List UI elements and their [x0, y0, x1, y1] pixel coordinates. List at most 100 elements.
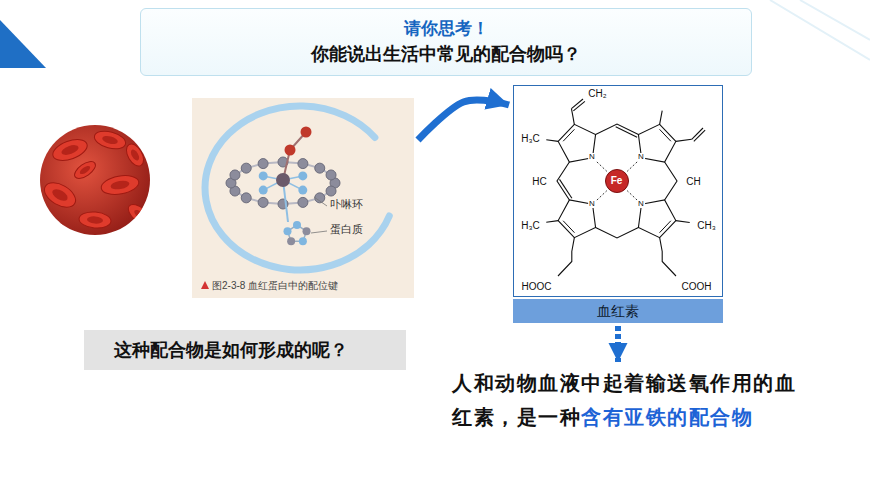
bond-line [560, 179, 572, 198]
connector-arrow [615, 326, 621, 362]
cell-center [110, 179, 130, 190]
nitrogen-ball [259, 171, 268, 180]
oxygen-ball [301, 127, 312, 138]
group-label: HOOC [522, 280, 552, 291]
histidine-ball [283, 227, 291, 235]
cell-center [87, 216, 104, 225]
cell-body [125, 201, 155, 230]
group-label: HC [532, 175, 546, 186]
caption-mark [201, 281, 209, 289]
double-bond [563, 129, 574, 141]
red-cell [123, 141, 147, 169]
bond-line [660, 111, 663, 125]
hemoglobin-figure [192, 98, 414, 298]
nitrogen-ball [298, 186, 307, 195]
red-cell [100, 173, 141, 197]
bond-line [596, 124, 639, 134]
carbon-ball [258, 159, 268, 169]
group-label: H₃C [521, 219, 540, 230]
bond-line [546, 140, 558, 142]
red-cell [35, 220, 66, 241]
cell-body [123, 141, 147, 169]
compound-name: 血红素 [597, 303, 639, 319]
cell-center [79, 164, 92, 175]
carbon-ball [326, 170, 336, 180]
coordinate-bond [597, 162, 607, 171]
conclusion-block: 人和动物血液中起着输送氧作用的血红素，是一种含有亚铁的配合物 [452, 366, 812, 434]
question-box: 这种配合物是如何形成的呢？ [84, 330, 406, 370]
nitrogen-ball [298, 171, 307, 180]
group-label: COOH [682, 280, 712, 291]
red-cell [125, 201, 155, 230]
connector-arrow [418, 100, 509, 140]
cells [35, 128, 156, 240]
cell-center [50, 187, 69, 203]
carbon-ball [258, 197, 268, 207]
cell-body [40, 178, 79, 212]
coordinate-bond [627, 162, 637, 171]
leader-line [314, 197, 327, 206]
carbon-ball [241, 163, 251, 173]
cell-body [50, 135, 90, 164]
group-label: CH [686, 175, 700, 186]
question-banner: 请你思考！你能说出生活中常见的配合物吗？ [140, 8, 752, 76]
cell-center [129, 148, 140, 162]
bond-line [573, 101, 585, 111]
cell-body [35, 220, 66, 241]
oxygen-ball [285, 145, 296, 156]
cell-body [72, 158, 99, 182]
deco-line [800, 0, 870, 40]
carbon-ball [298, 159, 308, 169]
carbon-ball [241, 193, 251, 203]
corner-wedge [0, 20, 46, 68]
carbon-ball [298, 197, 308, 207]
oxygen-bond [283, 132, 306, 180]
deco-line [770, 0, 870, 60]
carbon-ball [315, 163, 325, 173]
double-bond [660, 129, 671, 141]
ring-bonds [231, 162, 335, 204]
cell-center [60, 143, 80, 157]
double-bond [563, 221, 574, 233]
part-label: 卟啉环 [330, 198, 363, 211]
red-cell [72, 158, 99, 182]
figure-panel: 卟啉环蛋白质图2-3-8 血红蛋白中的配位键 [192, 98, 414, 298]
red-cell [40, 178, 79, 212]
group-label: N [637, 153, 645, 161]
figure-panel [192, 98, 414, 298]
bond-line [558, 238, 574, 276]
group-label: N [588, 153, 596, 161]
pyrrole-ring [558, 124, 595, 162]
group-label: CH₃ [697, 219, 716, 230]
nitrogen-ball [259, 186, 268, 195]
banner-question: 你能说出生活中常见的配合物吗？ [311, 41, 581, 67]
bond-line [676, 221, 690, 223]
double-bond [660, 221, 671, 233]
cell-center [42, 225, 57, 235]
group-label: N [588, 200, 596, 208]
name-band: 血红素 [513, 299, 723, 323]
histidine-ball [303, 227, 311, 235]
coordinate-bond [627, 191, 637, 200]
bond-line [616, 127, 637, 137]
cell-center [101, 134, 118, 145]
red-cell [92, 128, 127, 152]
group-label: N [637, 200, 645, 208]
bond-line [676, 139, 692, 141]
protein-arc [205, 106, 389, 270]
structure-box: CH₂H₃CNNNNHCCHH₃CCH₃HOOCCOOHFe [513, 85, 723, 297]
blood-cells-picture [35, 125, 156, 240]
iron-ball [276, 173, 290, 187]
coordinate-bond [597, 191, 607, 200]
heme-structure [546, 99, 705, 276]
bond-line [557, 162, 569, 200]
carbon-ball [326, 186, 336, 196]
bond-line [694, 130, 705, 141]
bond-line [665, 162, 677, 200]
part-label: 蛋白质 [330, 223, 363, 236]
group-label: CH₂ [588, 87, 606, 98]
cell-body [100, 173, 141, 197]
highlight-text: 含有亚铁的配合物 [581, 406, 753, 428]
bond-line [546, 221, 558, 223]
carbon-ball [230, 170, 240, 180]
